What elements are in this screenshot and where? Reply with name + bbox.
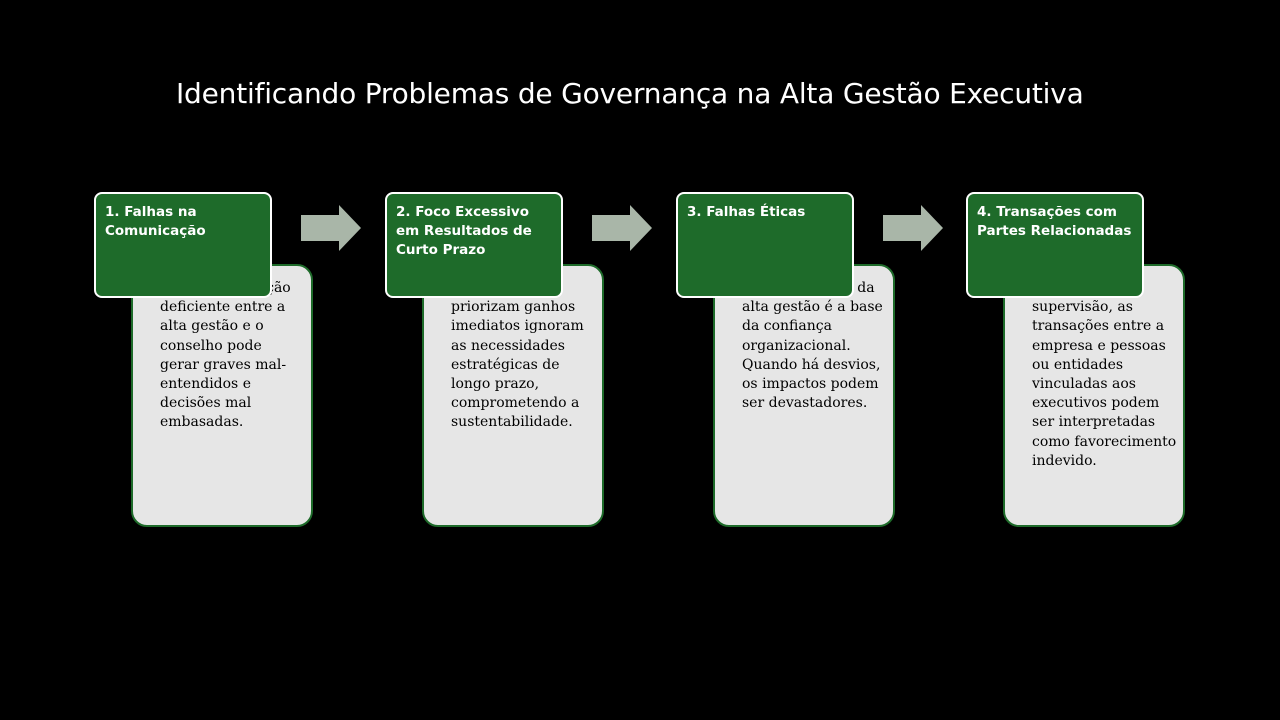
step-3-description-box: • A conduta ética da alta gestão é a bas… <box>713 264 895 527</box>
right-arrow-icon <box>301 205 361 251</box>
step-1-bullet: • Uma comunicação deficiente entre a alt… <box>147 279 305 433</box>
step-2-bullet: • Lideranças que priorizam ganhos imedia… <box>438 279 596 433</box>
step-3-header: 3. Falhas Éticas <box>676 192 854 298</box>
step-1-description-box: • Uma comunicação deficiente entre a alt… <box>131 264 313 527</box>
step-2-description: Lideranças que priorizam ganhos imediato… <box>451 280 584 431</box>
bullet-icon: • <box>147 279 160 433</box>
bullet-icon: • <box>438 279 451 433</box>
step-3-description: A conduta ética da alta gestão é a base … <box>742 280 883 412</box>
bullet-icon: • <box>729 279 742 413</box>
right-arrow-icon <box>592 205 652 251</box>
step-3-bullet: • A conduta ética da alta gestão é a bas… <box>729 279 887 413</box>
step-2-description-box: • Lideranças que priorizam ganhos imedia… <box>422 264 604 527</box>
slide-title: Identificando Problemas de Governança na… <box>176 77 1084 110</box>
process-step-3: • A conduta ética da alta gestão é a bas… <box>676 192 976 532</box>
process-step-2: • Lideranças que priorizam ganhos imedia… <box>385 192 685 532</box>
process-step-4: • Quando não há supervisão, as transaçõe… <box>966 192 1266 532</box>
step-4-description-box: • Quando não há supervisão, as transaçõe… <box>1003 264 1185 527</box>
step-4-bullet: • Quando não há supervisão, as transaçõe… <box>1019 279 1177 471</box>
process-step-1: • Uma comunicação deficiente entre a alt… <box>94 192 394 532</box>
bullet-icon: • <box>1019 279 1032 471</box>
step-4-header: 4. Transações com Partes Relacionadas <box>966 192 1144 298</box>
step-2-header: 2. Foco Excessivo em Resultados de Curto… <box>385 192 563 298</box>
step-1-description: Uma comunicação deficiente entre a alta … <box>160 280 291 431</box>
step-1-header: 1. Falhas na Comunicação <box>94 192 272 298</box>
right-arrow-icon <box>883 205 943 251</box>
step-4-description: Quando não há supervisão, as transações … <box>1032 280 1177 469</box>
